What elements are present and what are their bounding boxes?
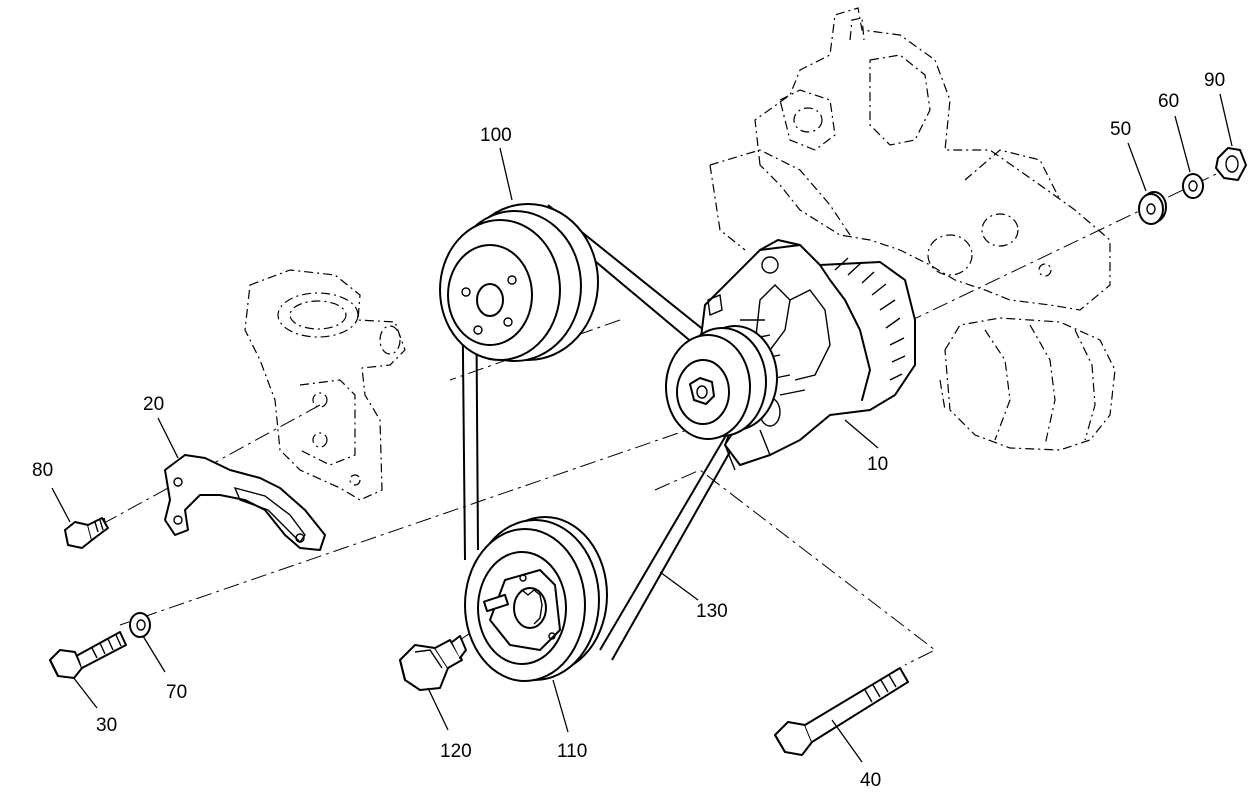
hex-nut [1215, 147, 1247, 181]
callout-labels: 10 20 30 40 50 60 70 80 90 100 110 120 1… [32, 70, 1225, 791]
long-bolt [774, 667, 909, 756]
callout-110: 110 [557, 741, 587, 762]
small-bolt [64, 517, 109, 549]
flat-washer [1138, 191, 1167, 225]
callout-40: 40 [860, 770, 881, 791]
leader-lines [51, 93, 1233, 763]
crankshaft-pulley [464, 516, 608, 682]
callout-100: 100 [480, 125, 512, 146]
callout-130: 130 [696, 601, 728, 622]
callout-50: 50 [1110, 119, 1131, 140]
alternator-bracket [164, 454, 326, 551]
callout-120: 120 [440, 741, 472, 762]
alternator [665, 239, 916, 471]
callout-80: 80 [32, 460, 53, 481]
callout-60: 60 [1158, 91, 1179, 112]
callout-70: 70 [166, 682, 187, 703]
washer [129, 612, 151, 638]
spring-washer [1182, 173, 1204, 199]
callout-90: 90 [1204, 70, 1225, 91]
callout-10: 10 [867, 454, 888, 475]
assembly-lines [94, 164, 1236, 666]
callout-30: 30 [96, 715, 117, 736]
fan-pulley [439, 203, 599, 362]
engine-block-ghost [709, 7, 1116, 451]
hex-bolt [49, 631, 127, 679]
pulley-bolt [399, 635, 467, 691]
water-pump-housing-ghost [244, 269, 406, 501]
callout-20: 20 [143, 394, 164, 415]
